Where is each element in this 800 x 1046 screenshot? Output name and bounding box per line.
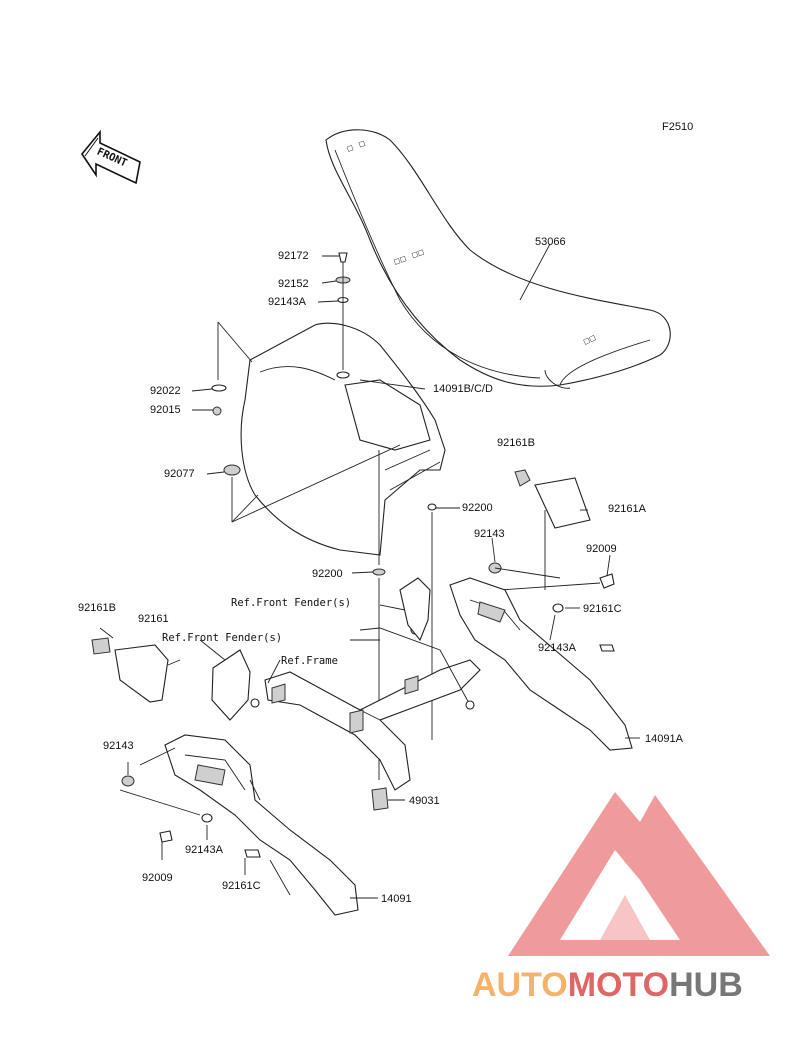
ref-front-fender-left: Ref.Front Fender(s)	[162, 632, 282, 644]
left-side-cover-part	[164, 734, 359, 916]
leader-lines	[99, 243, 640, 899]
automotohub-logo	[508, 792, 770, 956]
reference-labels: Ref.Front Fender(s) Ref.Front Fender(s) …	[162, 597, 351, 667]
front-arrow-icon: FRONT	[81, 129, 141, 185]
part-label-92009-l: 92009	[142, 872, 173, 884]
diagram-code: F2510	[662, 121, 693, 133]
logo-triangle-icon	[508, 792, 770, 956]
part-label-92161b-r: 92161B	[497, 437, 535, 449]
part-label-92077: 92077	[164, 468, 195, 480]
part-label-14091: 14091	[381, 893, 412, 905]
part-label-49031: 49031	[409, 795, 440, 807]
seat-part: ☐ ☐ ☐☐ ☐☐ ☐☐	[325, 129, 671, 389]
right-side-cover-part	[449, 577, 633, 751]
svg-text:AUTOMOTOHUB: AUTOMOTOHUB	[472, 966, 743, 1004]
part-label-92200-a: 92200	[462, 502, 493, 514]
part-label-92172: 92172	[278, 250, 309, 262]
part-label-92161b-l: 92161B	[78, 602, 116, 614]
upper-cover-part	[240, 322, 446, 556]
hardware-stack	[335, 252, 351, 370]
part-label-53066: 53066	[535, 236, 566, 248]
part-label-14091bcd: 14091B/C/D	[433, 383, 493, 395]
wordmark-moto: MOTO	[568, 966, 669, 1004]
part-label-92143-l: 92143	[103, 740, 134, 752]
part-label-92015: 92015	[150, 404, 181, 416]
ref-frame: Ref.Frame	[281, 655, 338, 667]
part-label-92143a-l: 92143A	[185, 844, 224, 856]
part-labels: 53066 92172 92152 92143A 92022 92015 140…	[78, 236, 684, 905]
ref-front-fender-right: Ref.Front Fender(s)	[231, 597, 351, 609]
svg-text:☐☐: ☐☐	[581, 331, 598, 347]
part-label-92152: 92152	[278, 278, 309, 290]
part-label-92009-r: 92009	[586, 543, 617, 555]
frame-reference	[250, 625, 481, 791]
part-label-92161a: 92161A	[608, 503, 647, 515]
wordmark-hub: HUB	[669, 966, 743, 1004]
part-label-92161: 92161	[138, 613, 169, 625]
part-label-14091a: 14091A	[645, 733, 684, 745]
part-label-92161c-l: 92161C	[222, 880, 261, 892]
part-label-92143-r: 92143	[474, 528, 505, 540]
part-label-92161c-r: 92161C	[583, 603, 622, 615]
part-label-92200-b: 92200	[312, 568, 343, 580]
automotohub-wordmark: AUTOMOTOHUB	[472, 966, 743, 1004]
part-label-92022: 92022	[150, 385, 181, 397]
part-label-92143a: 92143A	[268, 296, 307, 308]
wordmark-auto: AUTO	[472, 966, 568, 1004]
part-label-92143a-r: 92143A	[538, 642, 577, 654]
